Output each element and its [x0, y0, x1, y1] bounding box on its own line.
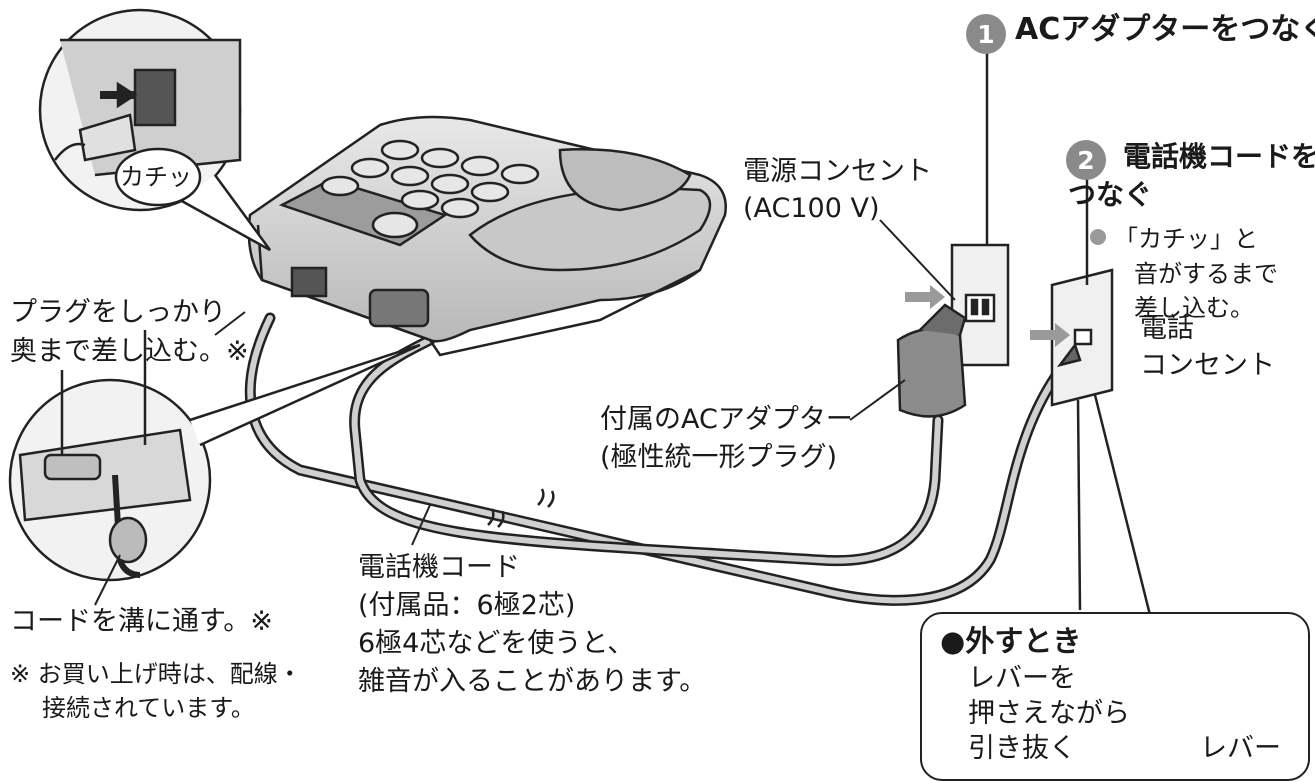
phone-cord-label-line1: 電話機コード	[358, 552, 520, 583]
step-2-badge: 2	[1066, 140, 1106, 180]
remove-line2: 押さえながら	[968, 698, 1130, 729]
step-2-note-line3: 差し込む。	[1134, 294, 1254, 322]
phone-cord-label-line3: 6極4芯などを使うと、	[358, 628, 635, 659]
power-outlet-label-line1: 電源コンセント	[743, 156, 932, 187]
ac-adapter-label-line1: 付属のACアダプター	[600, 404, 853, 435]
cord-break-marks	[487, 488, 555, 528]
step-1-title: ACアダプターをつなぐ	[1015, 12, 1315, 47]
power-outlet-label-line2: (AC100 V)	[743, 193, 880, 224]
lever-label: レバー	[1200, 733, 1281, 764]
leader-lines	[94, 219, 956, 606]
step-2-title-line2: つなぐ	[1068, 178, 1153, 211]
step-1-badge: 1	[966, 14, 1006, 54]
plug-insert-label-line1: プラグをしっかり	[10, 297, 226, 328]
footnote-line1: ※ お買い上げ時は、配線・	[10, 660, 302, 688]
remove-title: ●外すとき	[940, 624, 1081, 658]
remove-line3: 引き抜く	[968, 733, 1076, 764]
plug-insert-label-line2: 奥まで差し込む。※	[10, 336, 249, 367]
step-2-note-line2: 音がするまで	[1134, 260, 1278, 288]
bullet-icon: ●	[940, 624, 966, 658]
click-sound-label: カチッ	[120, 163, 192, 191]
phone-outlet-label-line1: 電話	[1140, 313, 1194, 344]
ac-adapter	[896, 303, 967, 418]
phone-cord-label-line2: (付属品：6極2芯)	[358, 590, 576, 621]
ac-adapter-cord	[349, 334, 944, 567]
step-2-title-line1: 電話機コードを	[1123, 140, 1315, 173]
phone-outlet-label-line2: コンセント	[1140, 350, 1275, 381]
jack-detail-circle	[38, 8, 272, 252]
remove-instructions-box	[920, 612, 1310, 781]
phone-outlet	[1050, 160, 1152, 616]
footnote-line2: 接続されています。	[42, 694, 255, 722]
phone-cord-label-line4: 雑音が入ることがあります。	[358, 666, 707, 697]
insert-arrows	[905, 285, 1070, 347]
ac-adapter-label-line2: (極性統一形プラグ)	[600, 442, 838, 473]
cord-groove-label: コードを溝に通す。※	[10, 606, 273, 637]
click-bubble	[114, 147, 202, 207]
step-2-note-line1: 「カチッ」と	[1090, 225, 1258, 253]
groove-detail-circle	[8, 330, 421, 582]
remove-line1: レバーを	[968, 663, 1076, 694]
telephone-base	[247, 115, 727, 357]
remove-title-text: 外すとき	[965, 624, 1082, 658]
